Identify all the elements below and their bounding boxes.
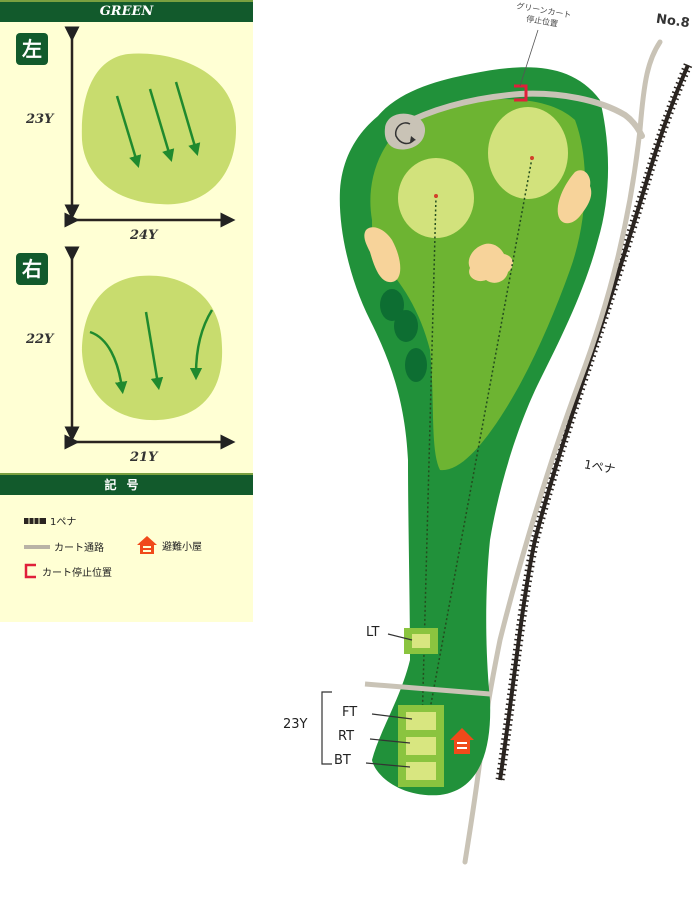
trees xyxy=(380,289,427,382)
slope-arrow-icon xyxy=(115,81,201,168)
left-green-badge: 左 xyxy=(16,33,48,65)
right-green-width-label: 21Y xyxy=(130,450,158,465)
slope-arrow-icon xyxy=(89,309,214,395)
left-green-width-label: 24Y xyxy=(130,228,158,243)
cart-path-icon xyxy=(24,544,50,549)
legend-item-penalty: 1ペナ xyxy=(24,513,76,528)
legend-label: カート停止位置 xyxy=(42,567,112,579)
left-green-depth-label: 23Y xyxy=(26,112,54,127)
left-green-diagram xyxy=(64,26,237,228)
legend-label: 1ペナ xyxy=(50,517,77,528)
shelter-icon xyxy=(137,536,157,554)
ob-fence-icon xyxy=(24,517,46,524)
ob-fence-icon xyxy=(495,63,693,781)
shelter-icon xyxy=(450,728,474,754)
green-section-header: GREEN xyxy=(0,0,253,22)
right-green-depth-label: 22Y xyxy=(26,332,54,347)
left-green-shape xyxy=(81,53,237,205)
left-green-axes xyxy=(64,26,236,228)
tee-label-lt: LT xyxy=(366,625,380,640)
tee-span-bracket xyxy=(321,691,332,765)
tee-label-bt: BT xyxy=(334,753,351,768)
right-green-badge: 右 xyxy=(16,253,48,285)
tee-span-label: 23Y xyxy=(283,717,308,732)
tee-lt xyxy=(404,628,438,654)
legend-header: 記号 xyxy=(0,473,253,495)
turnaround-arrow-icon xyxy=(394,122,415,145)
target-line xyxy=(421,157,533,729)
right-green-axes xyxy=(64,246,236,450)
legend-label: カート通路 xyxy=(54,543,104,554)
legend-label: 避難小屋 xyxy=(162,541,202,553)
right-green-diagram xyxy=(64,246,236,450)
putting-green-right xyxy=(488,107,568,199)
green-info-panel: GREEN 左 23Y 24Y 右 22Y 21Y xyxy=(0,0,253,622)
cart-path-cross xyxy=(364,681,491,697)
legend-item-cart-stop: カート停止位置 xyxy=(24,563,112,579)
tee-label-ft: FT xyxy=(342,705,358,720)
tee-block xyxy=(398,705,444,787)
cart-stop-icon xyxy=(24,563,36,579)
legend-item-shelter: 避難小屋 xyxy=(136,535,202,555)
tee-label-rt: RT xyxy=(338,729,355,744)
bunker xyxy=(364,170,592,283)
cart-turnaround xyxy=(384,113,426,150)
cart-path-top xyxy=(397,90,645,139)
legend-item-cart-path: カート通路 xyxy=(24,539,104,554)
